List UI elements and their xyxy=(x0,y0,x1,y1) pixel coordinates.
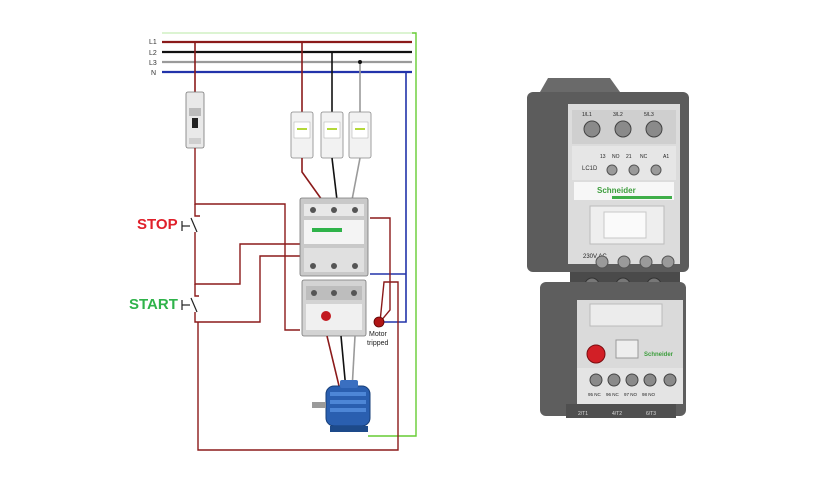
motor-tripped-label-2: tripped xyxy=(367,340,389,347)
motor-wire-1 xyxy=(326,335,341,391)
current-dial xyxy=(615,339,639,359)
stop-button-symbol xyxy=(181,221,190,231)
relay-terminal-97: 97 NO xyxy=(624,392,638,397)
bottom-terminal-3: 6/T3 xyxy=(646,411,656,417)
terminal-screw-1 xyxy=(583,120,601,138)
aux-label-no: NO xyxy=(612,154,620,160)
wiring-diagram: L1 L2 L3 N xyxy=(149,32,417,451)
brand-text: Schneider xyxy=(597,186,636,195)
terminal-screw-3 xyxy=(645,120,663,138)
control-wire-stop-out xyxy=(194,232,305,285)
phase-wire-3 xyxy=(351,157,361,201)
coil-voltage-text: 230V AC xyxy=(583,254,607,260)
start-button-symbol xyxy=(181,300,190,310)
control-wire-hold xyxy=(370,217,391,323)
junction-dot xyxy=(358,60,362,64)
fuse-3 xyxy=(348,111,372,159)
aux-screw-2 xyxy=(628,164,640,176)
contactor-top-tab xyxy=(540,78,620,92)
brand-plate xyxy=(574,182,674,200)
control-wire-return xyxy=(197,281,399,451)
aux-label-a1: A1 xyxy=(663,154,669,160)
top-terminal-1: 1/L1 xyxy=(582,112,592,118)
neutral-wire xyxy=(376,72,407,323)
contactor-device: 1/L1 3/L2 5/L3 13 NO 21 NC A1 LC1D Schne… xyxy=(527,78,689,418)
mechanism-slider xyxy=(603,211,647,239)
model-text: LC1D xyxy=(582,166,598,172)
top-terminal-3: 5/L3 xyxy=(644,112,654,118)
reset-button-icon xyxy=(586,344,606,364)
bus-label-l2: L2 xyxy=(149,50,157,57)
relay-bottom xyxy=(566,404,676,418)
motor-icon xyxy=(312,380,371,432)
circuit-breaker xyxy=(185,91,205,149)
start-label: START xyxy=(129,296,178,313)
lower-screw-1 xyxy=(595,255,609,269)
control-wire-start xyxy=(194,284,199,297)
control-wire-breaker xyxy=(194,148,300,331)
lower-screw-4 xyxy=(661,255,675,269)
aux-screw-3 xyxy=(650,164,662,176)
stop-switch-contact xyxy=(190,217,198,233)
control-wire-stop xyxy=(194,204,200,217)
aux-label-nc: NC xyxy=(640,154,648,160)
terminal-screw-2 xyxy=(614,120,632,138)
lower-screw-3 xyxy=(639,255,653,269)
bottom-terminal-2: 4/T2 xyxy=(612,411,622,417)
motor-tripped-label-1: Motor xyxy=(369,331,388,338)
relay-screw-3 xyxy=(625,373,639,387)
relay-terminal-96: 96 NC xyxy=(606,392,620,397)
bus-label-l1: L1 xyxy=(149,39,157,46)
aux-label-13: 13 xyxy=(600,154,606,160)
relay-adjust-panel xyxy=(589,303,663,327)
control-wire-start-out xyxy=(194,255,305,323)
phase-wire-2 xyxy=(331,157,338,201)
relay-terminal-95: 95 NC xyxy=(588,392,602,397)
relay-screw-4 xyxy=(643,373,657,387)
overload-relay-diagram xyxy=(301,279,367,337)
relay-brand-text: Schneider xyxy=(644,352,674,358)
brand-stripe xyxy=(612,196,672,199)
top-terminal-2: 3/L2 xyxy=(613,112,623,118)
fuse-2 xyxy=(320,111,344,159)
bus-label-n: N xyxy=(151,70,156,77)
start-switch-contact xyxy=(190,297,198,313)
motor-tripped-indicator xyxy=(373,316,385,328)
fuse-1 xyxy=(290,111,314,159)
contactor-diagram xyxy=(299,197,369,277)
lower-screw-2 xyxy=(617,255,631,269)
stop-label: STOP xyxy=(137,216,178,233)
phase-wire-1 xyxy=(301,158,323,201)
relay-screw-2 xyxy=(607,373,621,387)
bus-label-l3: L3 xyxy=(149,60,157,67)
ground-wire xyxy=(368,32,417,437)
relay-terminal-98: 98 NO xyxy=(642,392,656,397)
aux-label-21: 21 xyxy=(626,154,632,160)
aux-contact-block xyxy=(572,146,676,180)
bottom-terminal-1: 2/T1 xyxy=(578,411,588,417)
aux-screw-1 xyxy=(606,164,618,176)
relay-screw-5 xyxy=(663,373,677,387)
relay-screw-1 xyxy=(589,373,603,387)
